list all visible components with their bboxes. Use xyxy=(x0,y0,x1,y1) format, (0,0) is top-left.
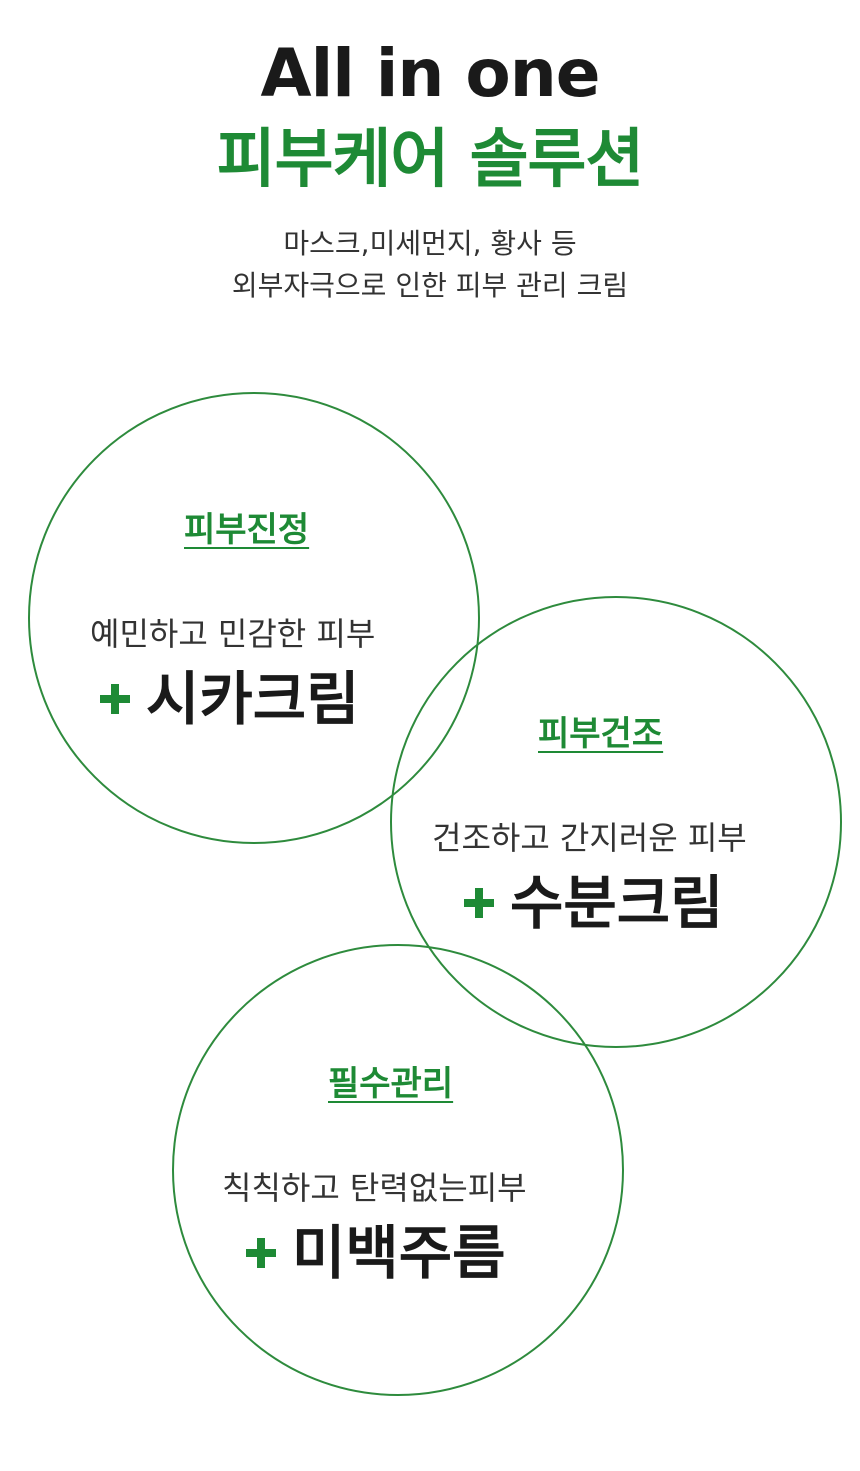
circle-skin-soothing xyxy=(28,392,480,844)
product-name: 수분크림 xyxy=(510,869,724,937)
circle-title: 필수관리 xyxy=(328,1064,454,1104)
plus-icon xyxy=(464,888,494,918)
headline-english: All in one xyxy=(260,35,601,112)
circle-essential-care xyxy=(172,944,624,1396)
subtitle-line-2: 외부자극으로 인한 피부 관리 크림 xyxy=(231,269,629,302)
plus-icon xyxy=(246,1238,276,1268)
plus-icon xyxy=(100,684,130,714)
circle-description: 건조하고 간지러운 피부 xyxy=(432,819,747,857)
product-label: 수분크림 xyxy=(464,868,723,938)
subtitle-line-1: 마스크,미세먼지, 황사 등 xyxy=(283,227,577,260)
product-name: 미백주름 xyxy=(292,1219,506,1287)
circle-skin-dryness xyxy=(390,596,842,1048)
circle-title: 피부건조 xyxy=(538,714,664,754)
headline-korean: 피부케어 솔루션 xyxy=(216,123,644,197)
circle-description: 칙칙하고 탄력없는피부 xyxy=(222,1169,527,1207)
product-label: 미백주름 xyxy=(246,1218,505,1288)
circle-description: 예민하고 민감한 피부 xyxy=(90,615,376,653)
product-name: 시카크림 xyxy=(146,665,360,733)
product-label: 시카크림 xyxy=(100,664,359,734)
circle-title: 피부진정 xyxy=(184,510,310,550)
